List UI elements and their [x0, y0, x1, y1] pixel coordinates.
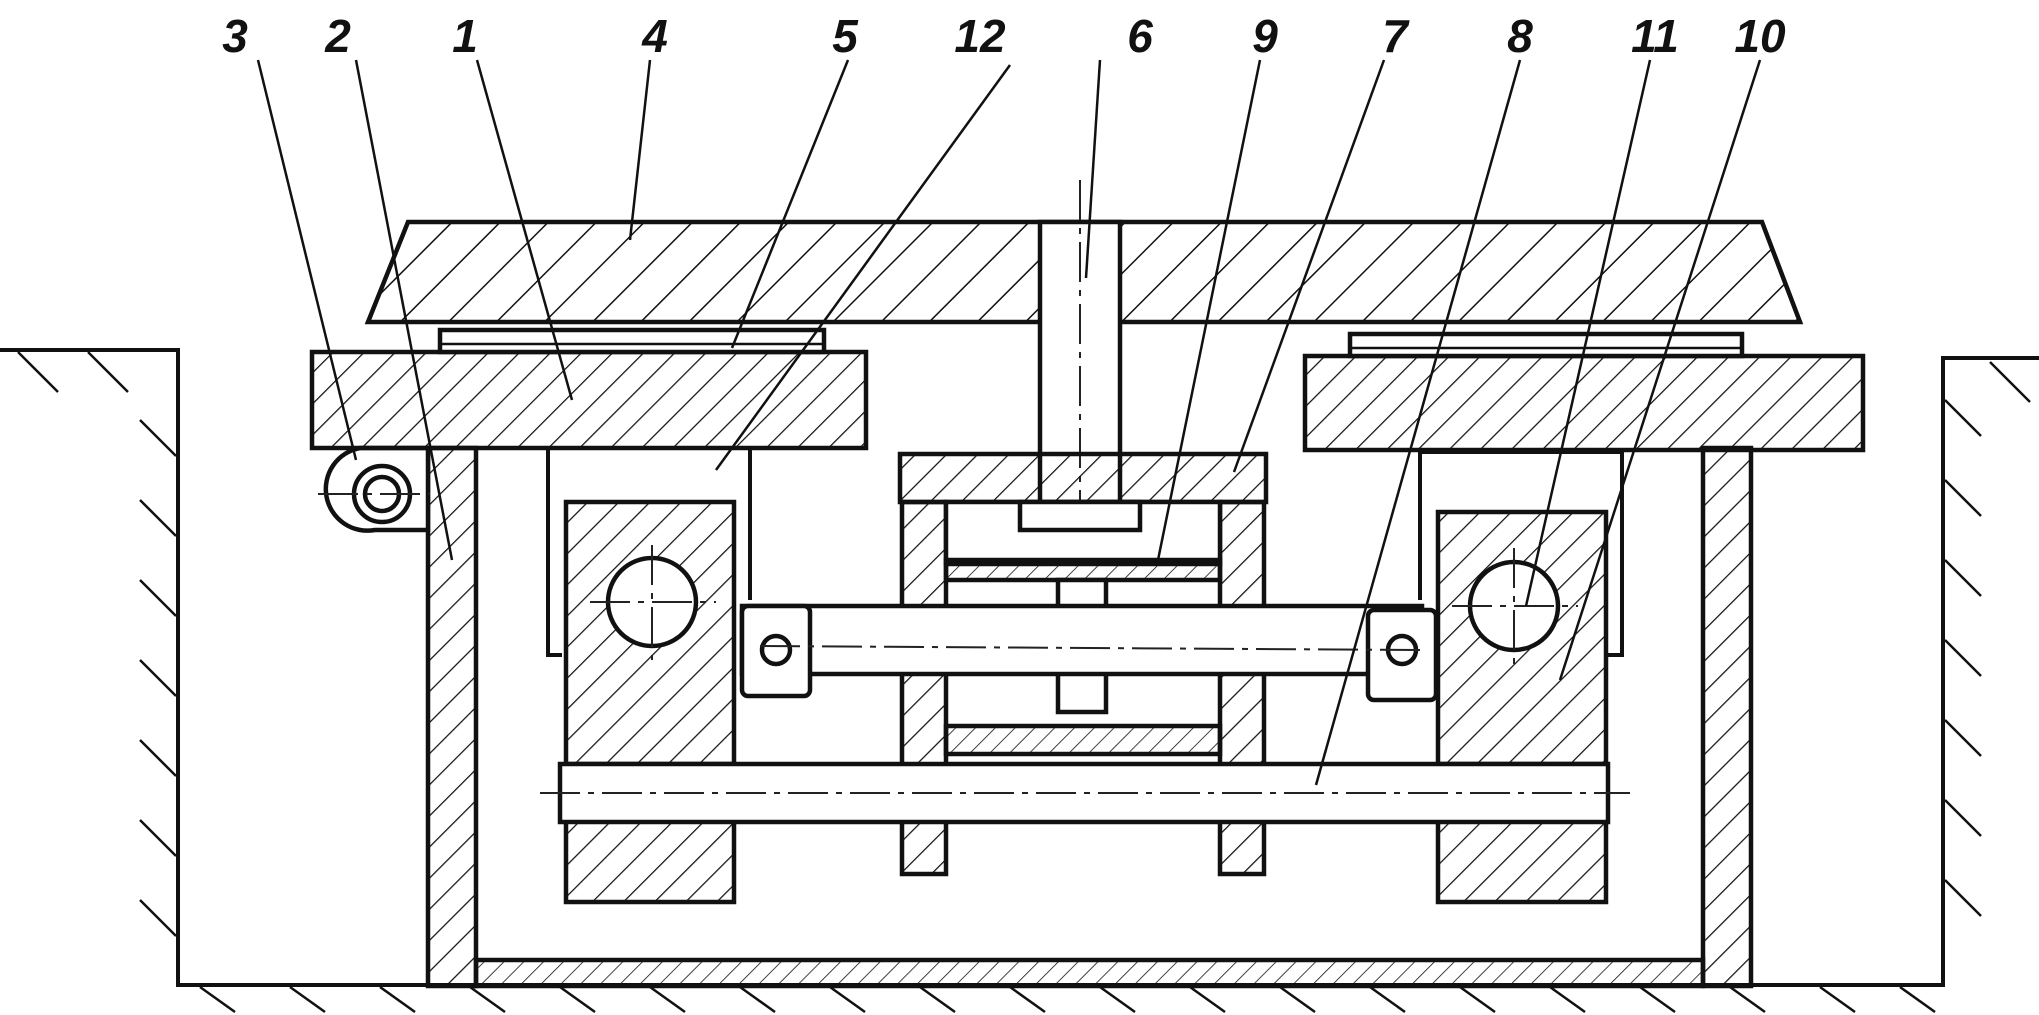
right-bracket [1418, 450, 1624, 657]
part-label-1: 1 [452, 10, 478, 62]
part-label-6: 6 [1127, 10, 1153, 62]
part-label-7: 7 [1382, 10, 1410, 62]
shaft [540, 761, 1630, 825]
part-label-12: 12 [954, 10, 1006, 62]
part-labels: 3 2 1 4 5 12 6 9 7 8 11 10 [222, 10, 1786, 62]
leader-lines [256, 59, 1762, 786]
hinge [318, 445, 431, 533]
ground-hatching [17, 351, 2031, 937]
central-housing [897, 451, 1269, 877]
frame [425, 445, 1754, 989]
part-label-9: 9 [1252, 10, 1278, 62]
support-platforms [309, 349, 1866, 453]
part-label-4: 4 [641, 10, 668, 62]
right-weight [1435, 509, 1609, 905]
pads [437, 327, 1745, 359]
links [739, 603, 1439, 703]
part-label-3: 3 [222, 10, 248, 62]
left-weight [563, 499, 737, 905]
part-label-5: 5 [832, 10, 859, 62]
part-label-2: 2 [324, 10, 351, 62]
part-label-11: 11 [1631, 10, 1679, 62]
left-bracket [546, 446, 752, 657]
part-label-8: 8 [1507, 10, 1533, 62]
part-label-10: 10 [1734, 10, 1786, 62]
floor-hatching [199, 985, 1936, 1014]
